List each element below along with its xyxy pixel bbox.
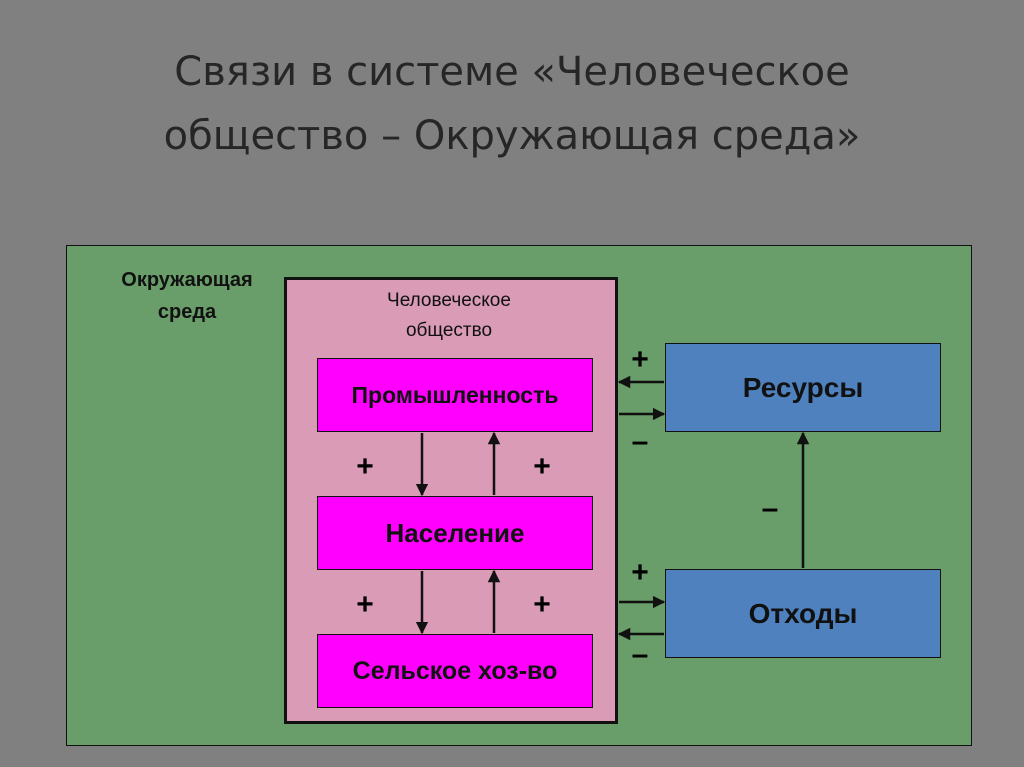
society-label-line-1: Человеческое	[387, 290, 511, 311]
society-label: Человеческое общество	[324, 286, 574, 346]
minus-sign-waste: –	[631, 638, 649, 671]
plus-sign-industry-up: +	[533, 450, 551, 483]
waste-box: Отходы	[665, 569, 941, 658]
slide-title: Связи в системе «Человеческое общество –…	[0, 40, 1024, 168]
environment-label-line-1: Окружающая	[121, 269, 253, 291]
resources-box: Ресурсы	[665, 343, 941, 432]
population-box: Население	[317, 496, 593, 570]
plus-sign-resources: +	[631, 343, 649, 376]
environment-label: Окружающая среда	[82, 264, 292, 328]
minus-sign-resources: –	[631, 425, 649, 458]
minus-sign-waste-resources: –	[761, 492, 779, 525]
title-line-1: Связи в системе «Человеческое	[174, 49, 850, 95]
environment-label-line-2: среда	[157, 301, 217, 323]
industry-box: Промышленность	[317, 358, 593, 432]
society-label-line-2: общество	[405, 320, 493, 341]
agriculture-box: Сельское хоз-во	[317, 634, 593, 708]
title-line-2: общество – Окружающая среда»	[163, 113, 861, 159]
plus-sign-agriculture-down: +	[356, 588, 374, 621]
plus-sign-industry-down: +	[356, 450, 374, 483]
plus-sign-waste: +	[631, 556, 649, 589]
plus-sign-agriculture-up: +	[533, 588, 551, 621]
